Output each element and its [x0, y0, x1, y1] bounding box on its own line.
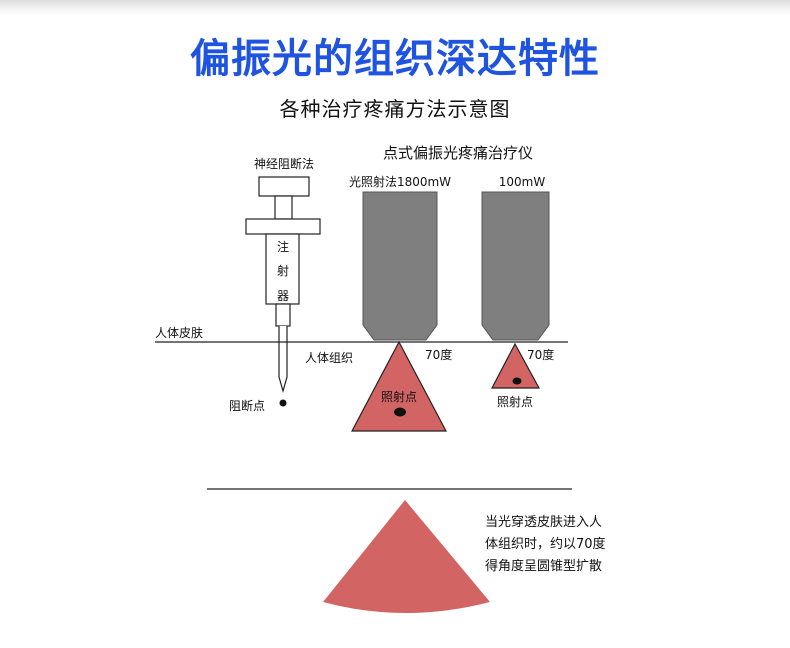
- tissue-label: 人体组织: [305, 351, 353, 365]
- page-subtitle: 各种治疗疼痛方法示意图: [279, 97, 511, 121]
- syringe-plunger-rod: [274, 195, 293, 220]
- block-point-label: 阻断点: [229, 398, 265, 413]
- syringe-barrel: [265, 233, 300, 305]
- diffusion-note: 当光穿透皮肤进入人 体组织时，约以70度 得角度呈圆锥型扩散: [485, 512, 635, 578]
- diffusion-cone: [323, 500, 490, 613]
- irradiation-cone-left: [351, 340, 447, 432]
- method-100-label: 100mW: [499, 175, 546, 189]
- syringe-hub: [275, 303, 291, 327]
- syringe-char-2: 射: [277, 263, 289, 278]
- top-shadow: [0, 0, 790, 16]
- syringe-char-1: 注: [277, 239, 289, 254]
- probe-100mw: [481, 191, 550, 341]
- angle-label-left: 70度: [425, 347, 452, 362]
- irradiation-point-label-left: 照射点: [381, 389, 417, 404]
- page-title: 偏振光的组织深达特性: [190, 36, 600, 82]
- note-line-1: 当光穿透皮肤进入人: [485, 515, 603, 530]
- nerve-block-label: 神经阻断法: [254, 156, 314, 171]
- probe-1800mw: [362, 191, 438, 341]
- irradiation-dot-right: [512, 377, 522, 385]
- note-line-2: 体组织时，约以70度: [485, 537, 606, 552]
- device-title-label: 点式偏振光疼痛治疗仪: [383, 144, 533, 162]
- note-line-3: 得角度呈圆锥型扩散: [485, 559, 603, 574]
- syringe-char-3: 器: [277, 289, 289, 303]
- block-point-dot: [279, 399, 287, 407]
- irradiation-point-label-right: 照射点: [497, 394, 533, 409]
- skin-label: 人体皮肤: [155, 325, 203, 340]
- syringe-needle: [278, 326, 288, 394]
- irradiation-dot-left: [394, 407, 406, 417]
- syringe-flange: [245, 218, 321, 235]
- irradiation-cone-right: [491, 342, 541, 389]
- angle-label-right: 70度: [527, 347, 554, 362]
- syringe-plunger-cap: [258, 176, 310, 197]
- method-1800-label: 光照射法1800mW: [349, 174, 451, 189]
